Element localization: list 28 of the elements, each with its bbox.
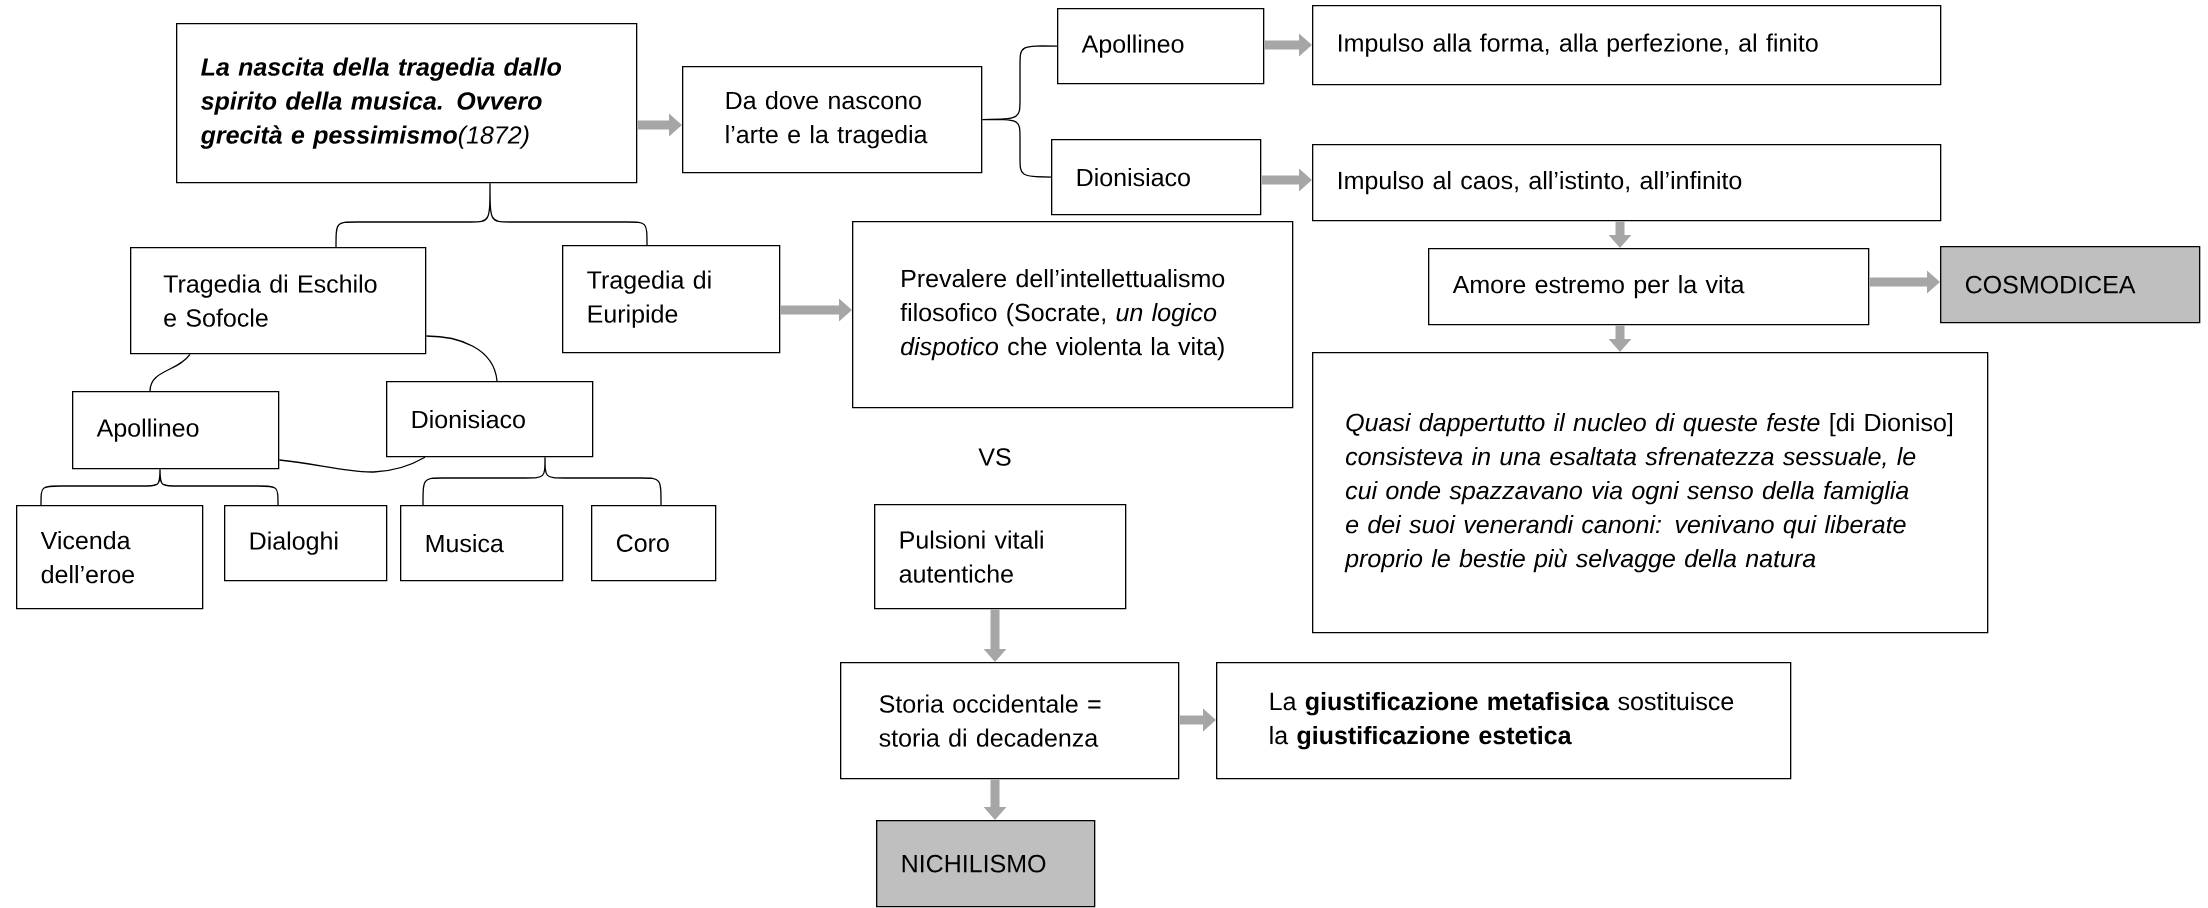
- concept-box: Apollineo: [1057, 8, 1265, 85]
- vs-label: VS: [978, 448, 1011, 466]
- brace-connector: [422, 456, 662, 506]
- concept-box: Quasi dappertutto il nucleo di queste feste [di Dioniso] consisteva in una esaltata sfrenatezza sessuale, le cui onde spazzavano via ogni senso della famiglia e dei suoi venerandi canoni: venivano qui liberate proprio le bestie più selvagge della natura: [1312, 352, 1989, 634]
- connector-line: [278, 456, 426, 473]
- concept-box: Prevalere dell’intellettualismo filosofico (Socrate, un logico dispotico che violenta la vita): [852, 221, 1294, 409]
- concept-box: Tragedia di Eschilo e Sofocle: [130, 247, 427, 355]
- concept-box: Dionisiaco: [386, 381, 594, 458]
- concept-box: Tragedia di Euripide: [562, 245, 781, 354]
- concept-box: Apollineo: [72, 391, 280, 470]
- concept-box: Storia occidentale = storia di decadenza: [840, 662, 1180, 780]
- concept-box: La giustificazione metafisica sostituisce la giustificazione estetica: [1216, 662, 1792, 780]
- concept-box: Vicenda dell’eroe: [16, 505, 204, 610]
- connector-line: [149, 353, 191, 392]
- connector-line: [425, 335, 498, 382]
- concept-box: Dialoghi: [224, 505, 388, 582]
- concept-box: Impulso al caos, all’istinto, all’infinito: [1312, 144, 1942, 222]
- result-box: NICHILISMO: [876, 820, 1096, 908]
- concept-box: Coro: [591, 505, 717, 582]
- concept-box: La nascita della tragedia dallo spirito della musica. Ovvero grecità e pessimismo(1872): [176, 23, 638, 184]
- concept-box: Dionisiaco: [1051, 139, 1262, 216]
- result-box: COSMODICEA: [1940, 246, 2201, 324]
- concept-box: Musica: [400, 505, 564, 582]
- concept-box: Amore estremo per la vita: [1428, 248, 1870, 326]
- concept-box: Impulso alla forma, alla perfezione, al finito: [1312, 5, 1942, 86]
- concept-box: Da dove nascono l’arte e la tragedia: [682, 66, 983, 174]
- brace-connector: [981, 45, 1058, 178]
- concept-box: Pulsioni vitali autentiche: [874, 504, 1127, 610]
